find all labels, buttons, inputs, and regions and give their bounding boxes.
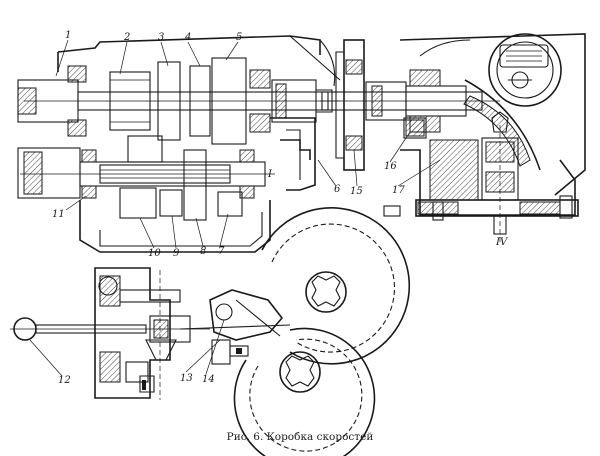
right-drive-section	[320, 33, 586, 245]
selector-lever-section	[10, 267, 210, 400]
callout-10: 10	[148, 248, 161, 259]
callout-9: 9	[173, 248, 180, 259]
main-gearbox-section	[17, 35, 341, 253]
callout-1: 1	[65, 30, 72, 41]
section-mark-iv: IV	[496, 237, 508, 248]
callout-4: 4	[185, 32, 192, 43]
callout-5: 5	[236, 32, 243, 43]
section-mark-i: I	[268, 169, 272, 180]
cam-disk-section	[179, 207, 411, 456]
callout-17: 17	[392, 185, 405, 196]
callout-7: 7	[218, 246, 225, 257]
figure-caption: Рис. 6. Коробка скоростей	[226, 431, 374, 443]
callout-8: 8	[200, 246, 207, 257]
callout-13: 13	[180, 373, 193, 384]
callout-14: 14	[202, 374, 215, 385]
callout-2: 2	[124, 32, 131, 43]
leader-lines	[29, 39, 441, 377]
callout-15: 15	[350, 186, 363, 197]
callout-6: 6	[334, 184, 341, 195]
callout-11: 11	[52, 209, 65, 220]
callout-12: 12	[58, 375, 71, 386]
callout-16: 16	[384, 161, 397, 172]
callout-3: 3	[158, 32, 165, 43]
